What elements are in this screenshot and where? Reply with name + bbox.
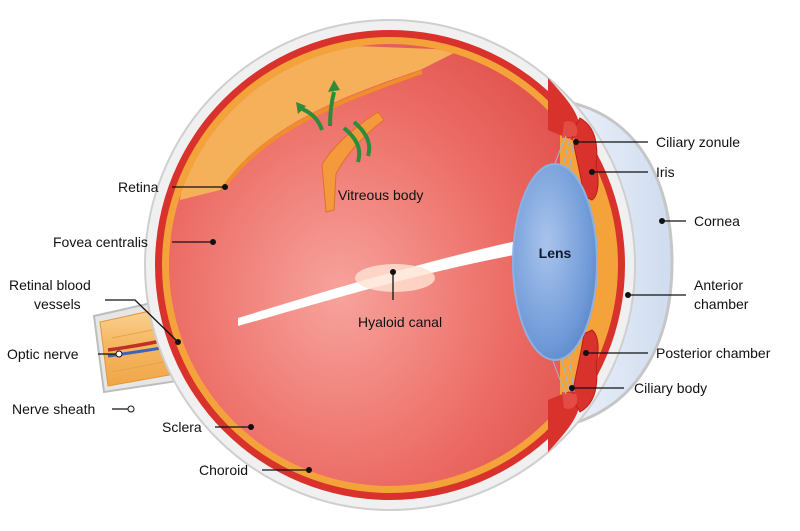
anterior-segment <box>548 78 599 452</box>
lens-shape <box>512 163 598 361</box>
label-fovea-centralis: Fovea centralis <box>53 234 148 250</box>
label-retina: Retina <box>118 179 159 195</box>
label-ciliary-zonule: Ciliary zonule <box>656 134 740 150</box>
fluid-flow-arrows <box>296 80 340 131</box>
label-iris: Iris <box>656 164 675 180</box>
label-posterior-chamber: Posterior chamber <box>656 345 771 361</box>
label-hyaloid-canal: Hyaloid canal <box>358 314 442 330</box>
label-nerve-sheath: Nerve sheath <box>12 401 95 417</box>
label-retinal-blood-vessels-line1: Retinal blood <box>9 277 91 293</box>
label-anterior-chamber-line2: chamber <box>694 296 749 312</box>
lens-label: Lens <box>539 245 572 261</box>
leader-lines <box>98 139 686 473</box>
label-anterior-chamber-line1: Anterior <box>694 277 743 293</box>
iris-lower-shape <box>571 329 599 413</box>
iris-upper-shape <box>571 117 599 201</box>
label-retinal-blood-vessels-line2: vessels <box>34 296 81 312</box>
label-ciliary-body: Ciliary body <box>634 380 707 396</box>
label-sclera: Sclera <box>162 419 202 435</box>
label-optic-nerve: Optic nerve <box>7 346 79 362</box>
retinal-tear-shape <box>321 111 385 213</box>
label-choroid: Choroid <box>199 462 248 478</box>
label-vitreous-body: Vitreous body <box>338 187 423 203</box>
label-cornea: Cornea <box>694 213 740 229</box>
